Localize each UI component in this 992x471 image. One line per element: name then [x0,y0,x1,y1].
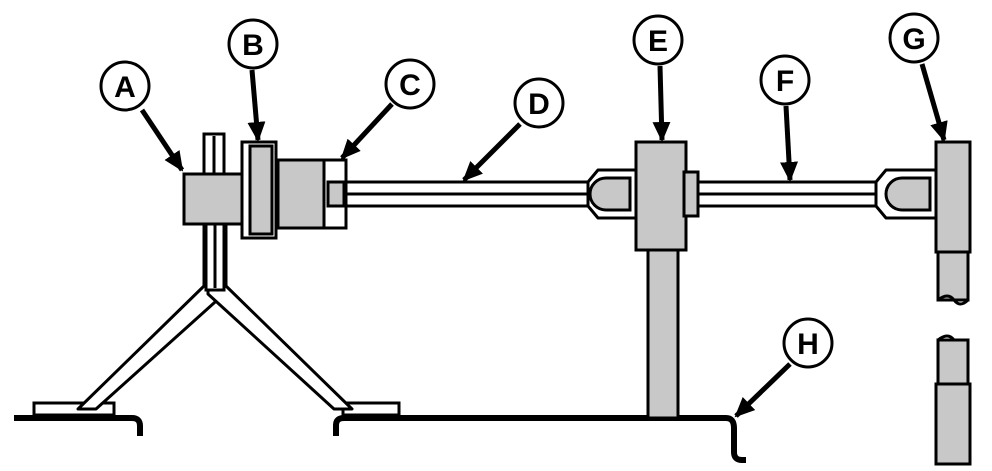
coupling-c [276,158,348,230]
callout-d: D [513,77,565,129]
arrow-c [340,102,394,160]
callout-b: B [227,18,279,70]
svg-text:C: C [399,69,421,102]
bracket-h [333,401,746,463]
callout-f: F [759,54,811,106]
callout-h: H [782,317,834,369]
svg-text:H: H [797,328,819,361]
rod-f [696,168,938,220]
svg-text:B: B [242,29,264,62]
leader-arrows [139,63,948,418]
arrow-h [734,362,792,418]
arrow-a [139,108,185,172]
housing-top-pins [202,132,226,180]
rod-d [344,168,638,220]
collar-b [240,140,280,240]
arrow-e [652,65,671,142]
callout-a: A [99,60,151,112]
housing-a [182,172,252,226]
svg-text:A: A [114,71,136,104]
tripod-legs [76,216,354,411]
callout-c: C [384,58,436,110]
arrow-f [780,105,799,182]
lower-shaft-section [934,334,972,466]
component-g [934,140,972,306]
svg-text:F: F [776,65,794,98]
svg-text:D: D [528,88,550,121]
svg-text:E: E [648,25,668,58]
arrow-b [247,69,266,142]
callout-e: E [632,14,684,66]
callout-g: G [888,12,940,64]
lever-block-e [634,140,700,420]
arrow-g [919,63,948,142]
svg-text:G: G [902,23,925,56]
arrow-d [462,122,522,182]
